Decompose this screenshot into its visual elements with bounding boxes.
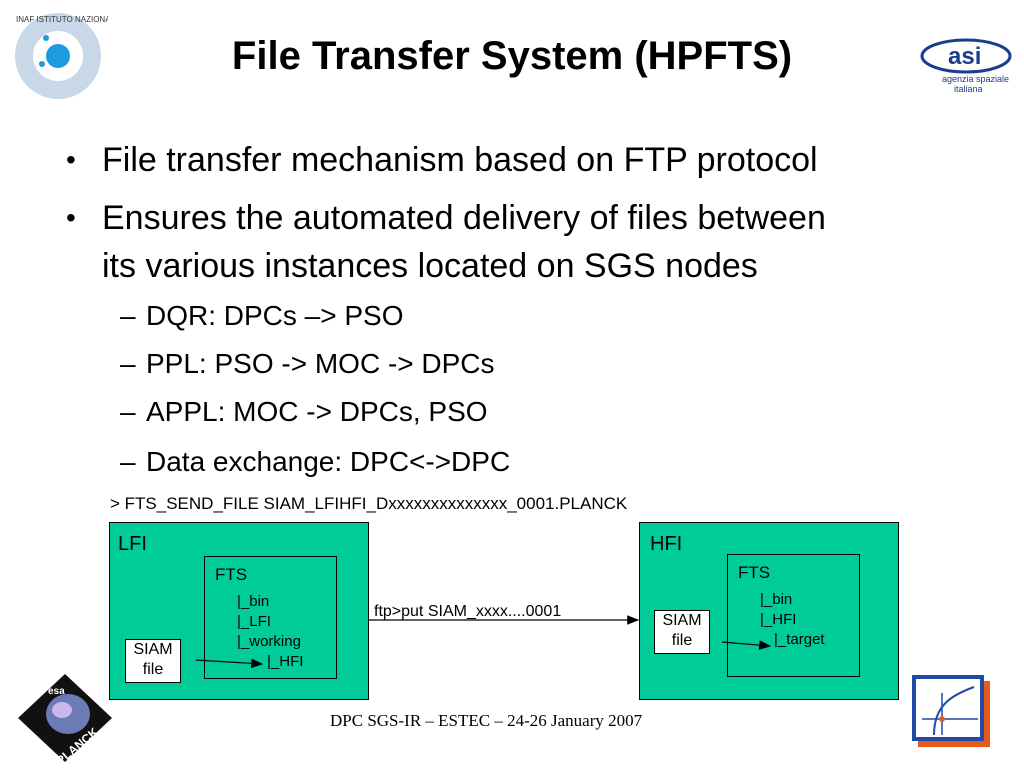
- sub-bullet-dash: –: [120, 446, 136, 477]
- sub-bullet-2: – PPL: PSO -> MOC -> DPCs: [120, 348, 720, 384]
- hfi-fts-title: FTS: [738, 563, 771, 582]
- sub-bullet-text: APPL: MOC -> DPCs, PSO: [146, 396, 488, 427]
- asi-logo-text-2: italiana: [954, 84, 983, 94]
- lfi-node: LFI FTS |_bin |_LFI |_working |_HFI SIAM…: [109, 522, 369, 700]
- transfer-label: ftp>put SIAM_xxxx....0001: [374, 603, 562, 620]
- lfi-siam-line-1: SIAM: [133, 641, 173, 658]
- bullet-text-line-1: Ensures the automated delivery of files …: [102, 199, 826, 237]
- inaf-logo-text: INAF ISTITUTO NAZIONALE DI ASTROFISICA: [16, 15, 108, 24]
- lfi-tree-item: |_HFI: [267, 653, 304, 670]
- sub-bullet-text: DQR: DPCs –> PSO: [146, 300, 404, 331]
- hfi-siam-line-2: file: [671, 632, 693, 649]
- command-line: > FTS_SEND_FILE SIAM_LFIHFI_Dxxxxxxxxxxx…: [110, 494, 628, 513]
- hfi-siam-file: SIAM file: [654, 610, 710, 654]
- planck-logo: esa PLANCK: [16, 672, 114, 768]
- lfi-tree-item: |_LFI: [237, 613, 271, 630]
- dpc-logo: [912, 675, 992, 749]
- svg-text:asi: asi: [948, 43, 981, 70]
- lfi-tree-item: |_working: [237, 633, 301, 650]
- lfi-label: LFI: [118, 533, 147, 555]
- sub-bullet-dash: –: [120, 348, 136, 379]
- sub-bullet-1: – DQR: DPCs –> PSO: [120, 300, 720, 336]
- bullet-item-1: • File transfer mechanism based on FTP p…: [66, 136, 966, 184]
- sub-bullet-text: Data exchange: DPC<->DPC: [146, 446, 511, 477]
- slide-title: File Transfer System (HPFTS): [231, 34, 793, 78]
- hfi-tree-item: |_target: [774, 631, 825, 648]
- sub-bullet-dash: –: [120, 396, 136, 427]
- hfi-internal-arrow: [721, 640, 772, 650]
- lfi-tree-item: |_bin: [237, 593, 270, 610]
- hfi-siam-line-1: SIAM: [662, 612, 702, 629]
- bullet-marker: •: [66, 202, 76, 233]
- sub-bullet-4: – Data exchange: DPC<->DPC: [120, 446, 720, 482]
- asi-logo: asi agenzia spaziale italiana: [918, 30, 1014, 104]
- sub-bullet-text: PPL: PSO -> MOC -> DPCs: [146, 348, 495, 379]
- hfi-label: HFI: [650, 533, 683, 555]
- bullet-text-line-2: its various instances located on SGS nod…: [102, 247, 758, 285]
- footer-text: DPC SGS-IR – ESTEC – 24-26 January 2007: [330, 711, 643, 730]
- lfi-siam-file: SIAM file: [125, 639, 181, 683]
- asi-logo-text-1: agenzia spaziale: [942, 74, 1009, 84]
- lfi-fts-title: FTS: [215, 565, 248, 584]
- bullet-text: File transfer mechanism based on FTP pro…: [102, 141, 818, 179]
- lfi-siam-line-2: file: [142, 661, 164, 678]
- sub-bullet-3: – APPL: MOC -> DPCs, PSO: [120, 396, 720, 432]
- bullet-marker: •: [66, 144, 76, 175]
- hfi-tree-item: |_bin: [760, 591, 793, 608]
- hfi-node: HFI FTS |_bin |_HFI |_target SIAM file: [639, 522, 899, 700]
- bullet-item-2: • Ensures the automated delivery of file…: [66, 194, 966, 290]
- lfi-internal-arrow: [195, 658, 264, 669]
- esa-text: esa: [48, 686, 65, 697]
- lfi-fts-box: FTS |_bin |_LFI |_working |_HFI: [204, 556, 337, 679]
- sub-bullet-dash: –: [120, 300, 136, 331]
- hfi-tree-item: |_HFI: [760, 611, 797, 628]
- hfi-fts-box: FTS |_bin |_HFI |_target: [727, 554, 860, 677]
- inaf-logo: INAF ISTITUTO NAZIONALE DI ASTROFISICA: [8, 8, 186, 104]
